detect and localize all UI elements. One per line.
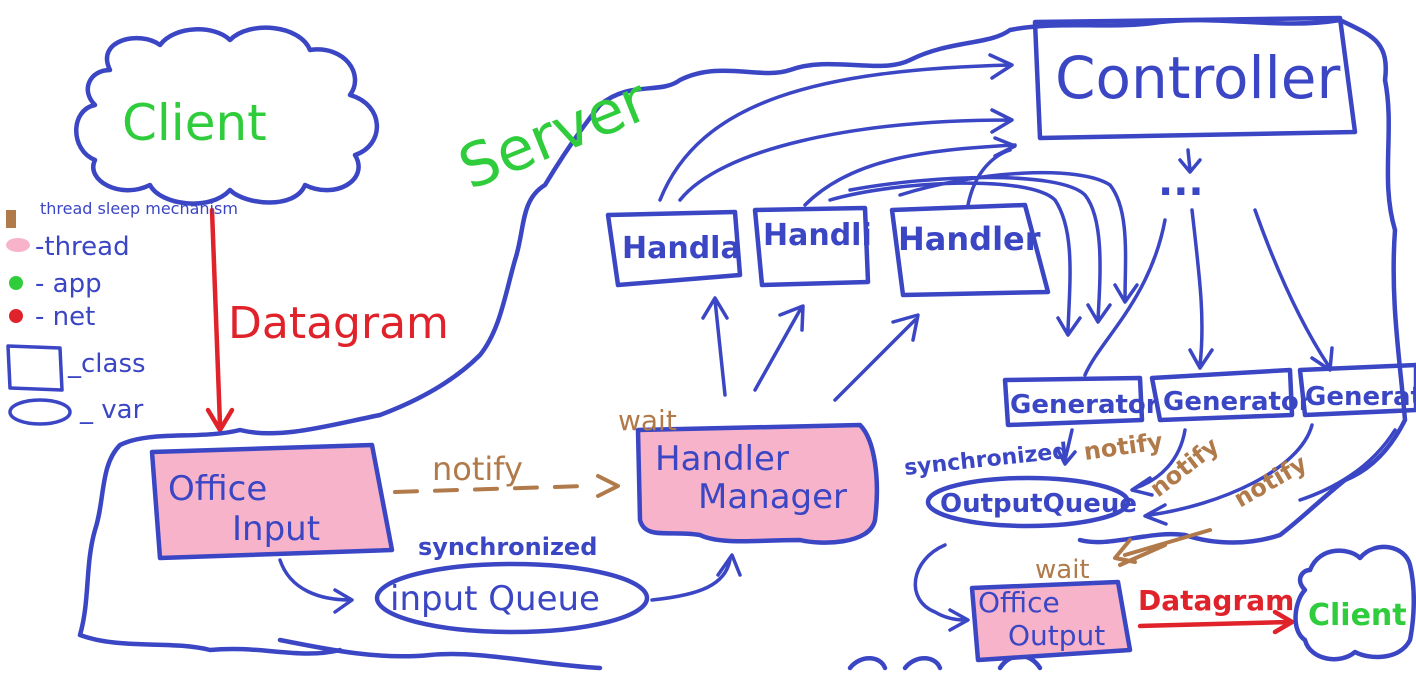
- legend-class-rectangle: [6, 344, 64, 392]
- datagram-arrowhead: [205, 407, 235, 433]
- generator-box-3: [1297, 362, 1416, 418]
- handler-to-generator-3: [898, 170, 1139, 304]
- notify-dashed-line: [393, 484, 587, 494]
- output-queue-to-office-output: [913, 543, 970, 632]
- office-input-line2: Input: [232, 509, 320, 549]
- controller-to-generator-2: [1188, 208, 1214, 370]
- datagram-label: Datagram: [228, 298, 449, 349]
- legend: thread sleep mechanism -thread - app - n…: [6, 199, 238, 426]
- manager-to-handler-2: [753, 304, 805, 392]
- generator-label-1: Generator: [1010, 390, 1159, 420]
- controller-ellipsis: ...: [1158, 159, 1204, 205]
- controller-box: [1032, 15, 1358, 141]
- output-queue-ellipse: [925, 475, 1131, 529]
- notify-label-3: notify: [1229, 449, 1312, 513]
- handler-label-1: Handla: [622, 231, 741, 266]
- handler4-to-controller: [966, 148, 1012, 207]
- legend-swatch-net: [9, 309, 23, 323]
- handler-label-2: Handli: [763, 218, 872, 253]
- office-output-line1: Office: [978, 586, 1060, 619]
- input-queue-label: input Queue: [390, 579, 600, 619]
- client-top-label: Client: [122, 94, 267, 152]
- input-queue-ellipse: [374, 561, 650, 635]
- datagram-small-label: Datagram: [1138, 584, 1294, 617]
- handler-manager-line1: Handler: [655, 439, 789, 479]
- controller-down-arrow: [1178, 148, 1202, 174]
- manager-to-handler-3: [833, 313, 920, 402]
- client-bottom-label: Client: [1308, 598, 1407, 633]
- notify-label-1: notify: [1082, 427, 1165, 466]
- controller-to-generator-1: [1083, 218, 1167, 377]
- legend-var-ellipse: [8, 398, 72, 426]
- handler-to-generator-1: [828, 181, 1082, 337]
- generator-box-2: [1149, 367, 1295, 423]
- legend-label-thread: -thread: [35, 232, 130, 262]
- wait-label-output: wait: [1035, 555, 1090, 585]
- manager-to-handler-1: [701, 296, 729, 397]
- generator2-to-output: [1130, 428, 1187, 497]
- legend-label-class: _class: [67, 349, 146, 379]
- generator-label-3: Generato: [1305, 382, 1416, 412]
- handler-manager-box: [635, 422, 880, 545]
- controller-to-generator-3: [1253, 208, 1334, 372]
- legend-swatch-thread: [6, 238, 30, 252]
- server-label: Server: [449, 65, 658, 204]
- server-boundary: [597, 17, 1408, 545]
- office-input-line1: Office: [168, 469, 267, 509]
- client-cloud-bottom: [1293, 544, 1416, 662]
- handler2-to-controller: [678, 108, 1014, 202]
- legend-label-net: - net: [35, 302, 95, 332]
- notify-to-output-arrows: [1113, 528, 1212, 567]
- datagram-small-arrow: [1137, 609, 1295, 635]
- wait-label-manager: wait: [618, 404, 677, 437]
- legend-swatch-app: [9, 276, 23, 290]
- controller-label: Controller: [1055, 44, 1340, 112]
- handler1-to-controller: [658, 53, 1014, 202]
- generator-box-1: [1002, 375, 1145, 428]
- generator3-to-output: [1143, 423, 1314, 526]
- boundary-curl-right: [1298, 428, 1397, 502]
- synchronized-output-label: synchronized: [903, 439, 1069, 481]
- handler-box-2: [752, 205, 871, 288]
- client-cloud-top: [74, 25, 380, 206]
- queue-to-manager: [650, 553, 742, 602]
- server-boundary-left: [77, 102, 603, 656]
- synchronized-input-label: synchronized: [418, 533, 597, 561]
- generator-label-2: Generator: [1163, 387, 1312, 417]
- office-output-line2: Output: [1008, 619, 1105, 652]
- datagram-arrow: [209, 207, 223, 428]
- notify-label-main: notify: [432, 450, 523, 488]
- generator1-to-output: [1056, 428, 1077, 466]
- notify-arrowhead: [596, 474, 620, 498]
- legend-swatch-sleep: [6, 210, 16, 228]
- legend-label-var: _ var: [79, 395, 144, 425]
- office-input-to-queue: [278, 558, 354, 614]
- handler-box-1: [605, 209, 743, 288]
- legend-label-sleep: thread sleep mechanism: [40, 199, 238, 218]
- handler-manager-line2: Manager: [698, 477, 847, 517]
- handler-to-generator-2: [848, 175, 1112, 324]
- handler-box-3: [889, 202, 1051, 298]
- server-boundary-bottom: [277, 637, 603, 671]
- output-queue-label: OutputQueue: [940, 489, 1137, 519]
- office-input-box: [149, 442, 395, 561]
- handler-label-3: Handler: [898, 220, 1041, 258]
- legend-label-app: - app: [35, 269, 102, 299]
- office-output-box: [969, 579, 1133, 663]
